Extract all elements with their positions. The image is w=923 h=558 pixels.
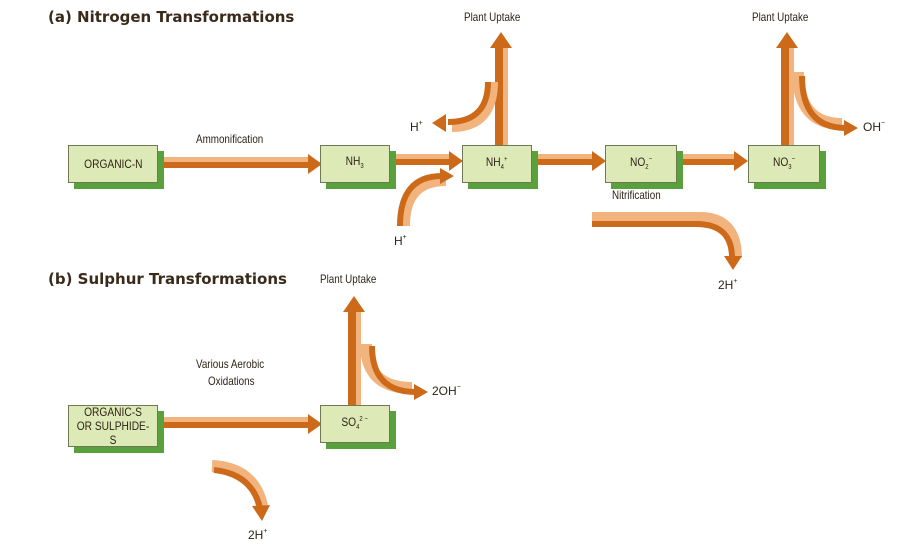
oh-minus-label: OH− xyxy=(863,120,886,134)
two-oh-minus-label: 2OH− xyxy=(432,384,461,398)
arrow-oh-release xyxy=(792,71,858,136)
so4-label: SO42 − xyxy=(341,415,369,431)
sulphur-title: (b) Sulphur Transformations xyxy=(48,270,287,288)
arrow-organic-s-to-so4 xyxy=(160,414,322,434)
no3-box: NO3− xyxy=(748,145,820,183)
organic-n-label: ORGANIC-N xyxy=(83,157,143,171)
plant-uptake-label-sulphur: Plant Uptake xyxy=(320,272,377,286)
nh3-box: NH3 xyxy=(320,145,390,183)
arrow-nh4-plant-uptake xyxy=(490,32,512,146)
arrow-nh3-to-nh4 xyxy=(395,151,463,171)
plant-uptake-label-1: Plant Uptake xyxy=(464,10,521,24)
arrow-no3-plant-uptake xyxy=(776,32,798,146)
two-h-plus-nitrification-label: 2H+ xyxy=(718,278,738,292)
h-plus-out-label: H+ xyxy=(410,120,423,134)
two-h-plus-sulphur-label: 2H+ xyxy=(248,528,268,542)
nh4-box: NH4+ xyxy=(462,145,532,183)
nh3-label: NH3 xyxy=(345,154,365,170)
arrow-nh4-to-no2 xyxy=(536,151,606,171)
arrow-2oh-release xyxy=(360,343,428,400)
arrow-so4-plant-uptake xyxy=(343,296,365,408)
so4-box: SO42 − xyxy=(320,405,390,443)
organic-n-box: ORGANIC-N xyxy=(68,145,158,183)
ammonification-label: Ammonification xyxy=(196,132,264,146)
arrow-organic-n-to-nh3 xyxy=(160,154,322,174)
no2-label: NO2− xyxy=(629,155,653,171)
nitrification-label: Nitrification xyxy=(612,188,661,202)
arrow-h-uptake-nh3 xyxy=(397,168,454,227)
plant-uptake-label-2: Plant Uptake xyxy=(752,10,809,24)
nh4-label: NH4+ xyxy=(486,155,508,171)
arrow-2h-release-sulphur xyxy=(211,460,270,521)
oxidations-label: Oxidations xyxy=(208,374,255,388)
no3-label: NO3− xyxy=(772,155,796,171)
no2-box: NO2− xyxy=(605,145,677,183)
arrow-no2-to-no3 xyxy=(678,151,748,171)
h-plus-in-label: H+ xyxy=(394,234,407,248)
arrow-2h-release-nitrification xyxy=(592,212,742,270)
various-aerobic-label: Various Aerobic xyxy=(196,357,265,371)
nitrogen-title: (a) Nitrogen Transformations xyxy=(48,8,295,26)
arrow-h-release-nh4 xyxy=(432,81,498,132)
